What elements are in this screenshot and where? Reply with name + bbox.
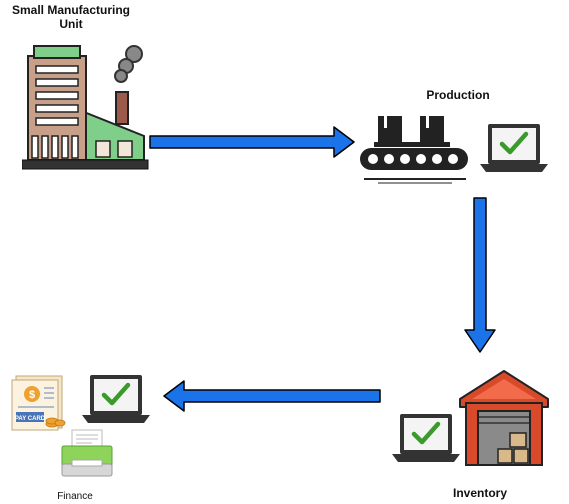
pay-card-text: PAY CARD (15, 416, 46, 422)
factory-label-line2: Unit (59, 17, 83, 31)
laptop-checkmark-icon-finance (82, 373, 150, 425)
production-label: Production (426, 88, 490, 102)
flow-arrow-factory-to-production (148, 124, 358, 160)
inventory-label: Inventory (452, 486, 507, 500)
factory-label-line1: Small Manufacturing (11, 3, 130, 17)
conveyor-belt-icon (356, 112, 474, 184)
laptop-checkmark-icon-inventory (392, 412, 460, 464)
svg-text:$: $ (29, 389, 35, 401)
printer-icon (58, 428, 116, 480)
finance-label: Finance (57, 491, 93, 502)
factory-icon (22, 40, 152, 172)
warehouse-icon (458, 369, 550, 467)
pay-card-document-icon: $ PAY CARD (10, 374, 68, 432)
flow-arrow-inventory-to-finance (160, 378, 384, 414)
flow-arrow-production-to-inventory (462, 196, 498, 356)
laptop-checkmark-icon-production (480, 122, 548, 174)
factory-label: Small Manufacturing Unit (6, 3, 136, 31)
